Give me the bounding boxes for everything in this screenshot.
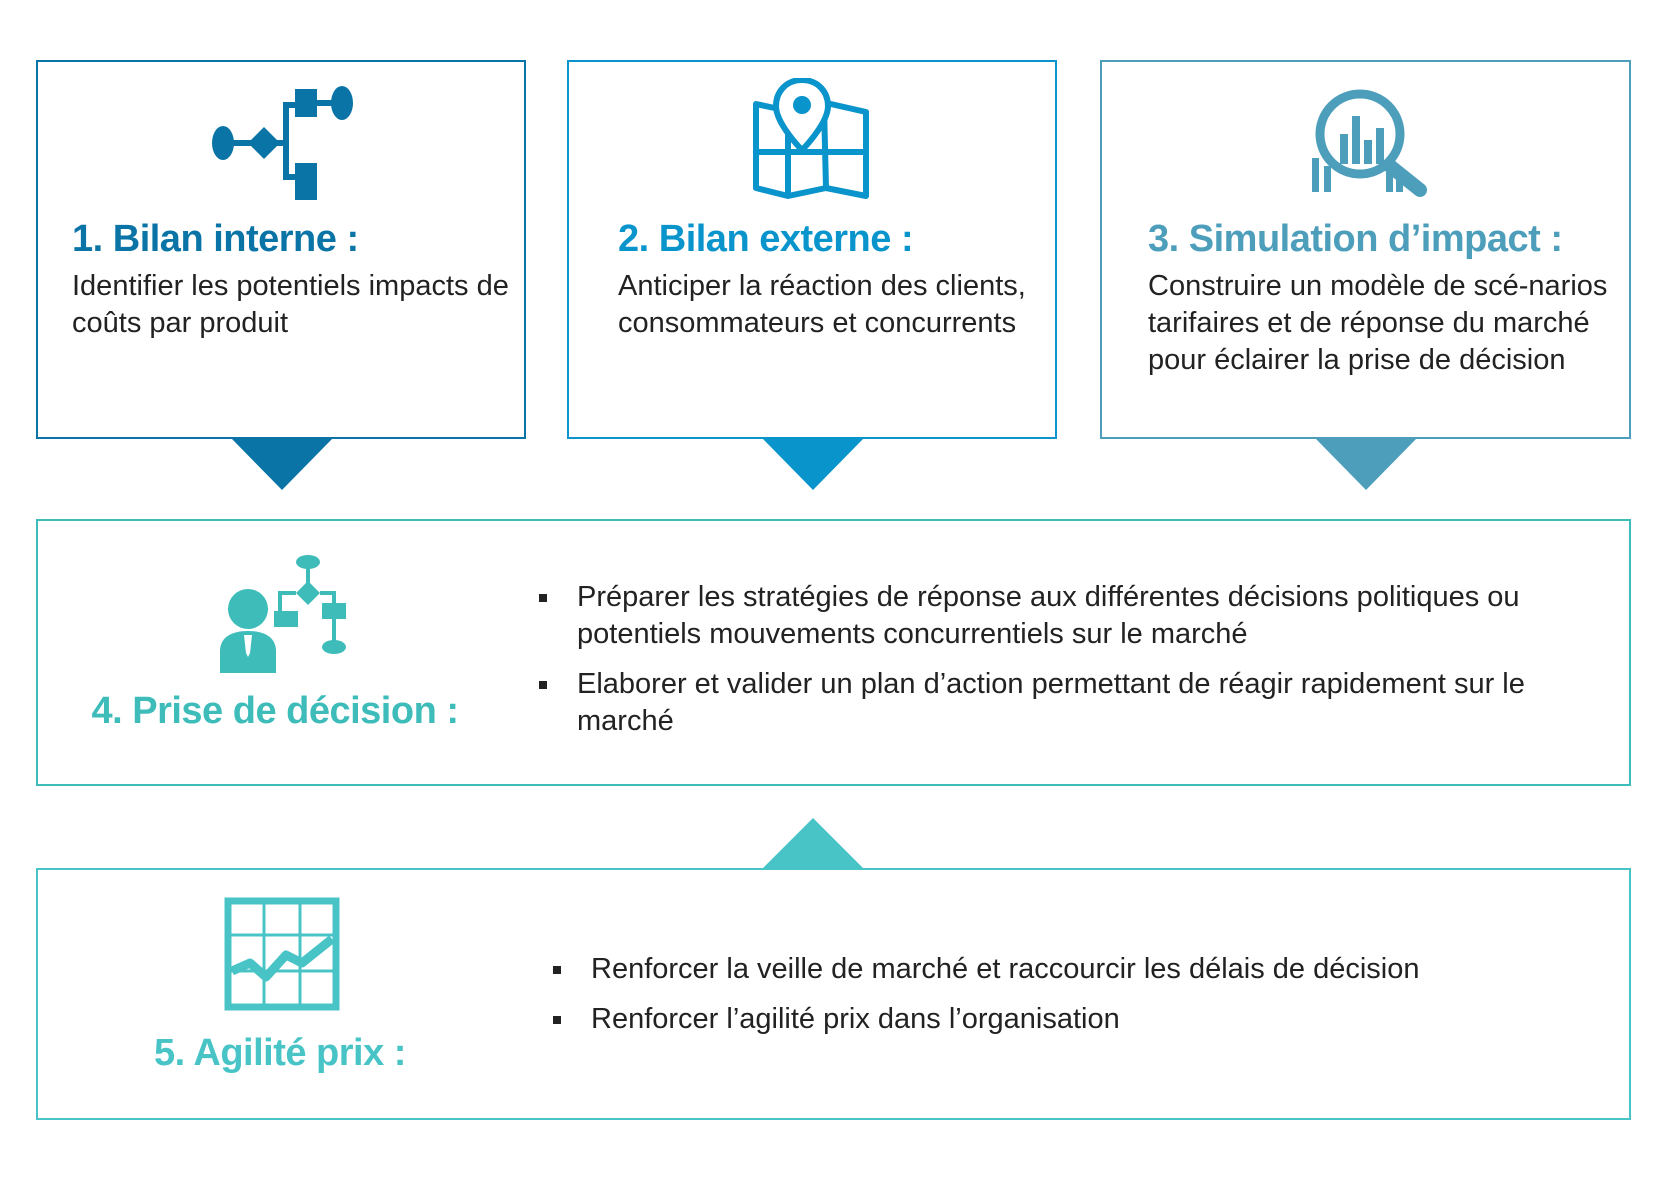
growth-chart-icon <box>224 897 340 1011</box>
step-1-box <box>36 60 526 439</box>
agility-bullet-list: Renforcer la veille de marché et raccour… <box>553 951 1603 1051</box>
list-item: Préparer les stratégies de réponse aux d… <box>539 579 1609 653</box>
list-item: Renforcer l’agilité prix dans l’organisa… <box>553 1001 1603 1038</box>
step-3-box <box>1100 60 1631 439</box>
list-item: Elaborer et valider un plan d’action per… <box>539 666 1609 740</box>
step-4-title: 4. Prise de décision : <box>91 690 459 732</box>
step-5-arrow <box>763 818 863 868</box>
step-3-arrow <box>1316 439 1416 490</box>
step-5-title: 5. Agilité prix : <box>154 1032 406 1074</box>
magnifier-chart-icon <box>1312 89 1427 197</box>
step-1-description: Identifier les potentiels impacts de coû… <box>72 270 509 339</box>
person-flowchart-icon <box>220 555 346 673</box>
map-pin-icon <box>753 78 869 199</box>
list-item: Renforcer la veille de marché et raccour… <box>553 951 1603 988</box>
flowchart-icon <box>212 86 353 200</box>
step-2-description: Anticiper la réaction des clients, conso… <box>618 270 1026 339</box>
step-1-arrow <box>232 439 332 490</box>
step-5-box <box>36 868 1631 1120</box>
step-3-title: 3. Simulation d’impact : <box>1148 218 1563 260</box>
step-1-title: 1. Bilan interne : <box>72 218 359 260</box>
step-2-arrow <box>763 439 863 490</box>
decision-bullet-list: Préparer les stratégies de réponse aux d… <box>539 579 1609 753</box>
step-3-description: Construire un modèle de scé-narios tarif… <box>1148 270 1608 376</box>
step-2-title: 2. Bilan externe : <box>618 218 914 260</box>
